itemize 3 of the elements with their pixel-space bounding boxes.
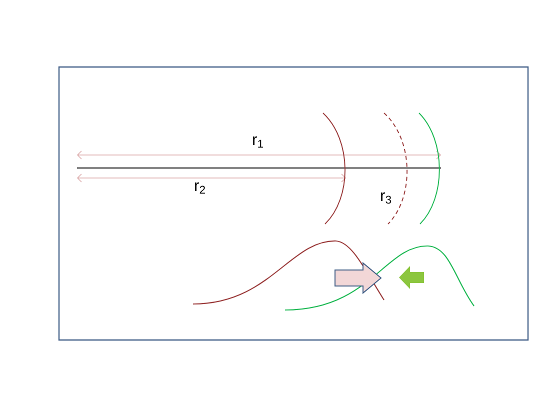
dimension-label: r$_{3}$ [381,192,392,204]
dimension-label: r$_{1}$ [253,136,263,148]
dimension-label: r$_{2}$ [195,182,205,194]
